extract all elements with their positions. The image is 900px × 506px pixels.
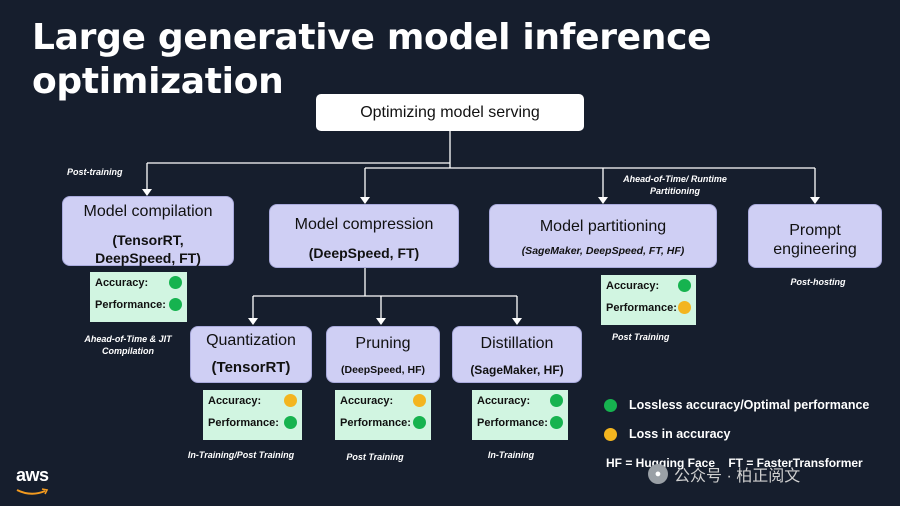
aws-smile-icon	[16, 488, 49, 495]
box-model-compression: Model compression (DeepSpeed, FT)	[269, 204, 459, 268]
performance-row: Performance:	[95, 298, 187, 320]
note-post-hosting: Post-hosting	[790, 277, 846, 287]
arrowhead-compression	[360, 197, 370, 204]
note-ahead-runtime: Ahead-of-Time/ Runtime Partitioning	[600, 173, 750, 197]
accuracy-label: Accuracy:	[208, 395, 262, 407]
status-dot	[413, 394, 426, 407]
note-distillation-when: In-Training	[487, 450, 535, 460]
metrics-distillation: Accuracy: Performance:	[472, 390, 568, 440]
slide-title: Large generative model inference optimiz…	[32, 17, 712, 102]
metrics-model-partitioning: Accuracy: Performance:	[601, 275, 696, 325]
legend-label: Lossless accuracy/Optimal performance	[629, 398, 870, 412]
accuracy-row: Accuracy:	[477, 394, 568, 416]
performance-label: Performance:	[340, 417, 411, 429]
wechat-icon: ●	[648, 464, 668, 484]
box-subtitle: (DeepSpeed, HF)	[340, 364, 425, 376]
box-subtitle: (TensorRT)	[211, 359, 291, 376]
box-title: Model compilation	[83, 203, 213, 220]
performance-row: Performance:	[606, 301, 696, 323]
aws-logo: aws	[16, 466, 50, 502]
arrowhead-distillation	[512, 318, 522, 325]
note-line: Ahead-of-Time/ Runtime	[623, 174, 727, 184]
metrics-quantization: Accuracy: Performance:	[203, 390, 302, 440]
box-subtitle: (SageMaker, HF)	[470, 363, 564, 377]
accuracy-row: Accuracy:	[208, 394, 302, 416]
status-dot	[550, 394, 563, 407]
note-partition-post-training: Post Training	[612, 332, 670, 342]
box-subtitle: (SageMaker, DeepSpeed, FT, HF)	[521, 245, 685, 257]
accuracy-label: Accuracy:	[340, 395, 394, 407]
arrowhead-prompt	[810, 197, 820, 204]
legend-lossless: Lossless accuracy/Optimal performance	[604, 396, 869, 414]
box-title: Distillation	[480, 335, 554, 352]
accuracy-label: Accuracy:	[477, 395, 531, 407]
box-model-compilation: Model compilation (TensorRT, DeepSpeed, …	[62, 196, 234, 266]
status-dot	[169, 276, 182, 289]
box-title: Prompt engineering	[773, 222, 857, 258]
box-prompt-engineering: Prompt engineering	[748, 204, 882, 268]
accuracy-row: Accuracy:	[606, 279, 696, 301]
status-dot	[284, 394, 297, 407]
accuracy-row: Accuracy:	[95, 276, 187, 298]
note-line: Compilation	[102, 346, 154, 356]
note-pruning-when: Post Training	[346, 452, 404, 462]
performance-label: Performance:	[95, 299, 166, 311]
metrics-pruning: Accuracy: Performance:	[335, 390, 431, 440]
box-pruning: Pruning (DeepSpeed, HF)	[326, 326, 440, 383]
arrowhead-compilation	[142, 189, 152, 196]
accuracy-row: Accuracy:	[340, 394, 431, 416]
root-node-optimizing-model-serving: Optimizing model serving	[316, 94, 584, 131]
note-post-training: Post-training	[67, 167, 123, 177]
box-quantization: Quantization (TensorRT)	[190, 326, 312, 383]
box-distillation: Distillation (SageMaker, HF)	[452, 326, 582, 383]
status-dot	[678, 301, 691, 314]
status-dot	[284, 416, 297, 429]
box-model-partitioning: Model partitioning (SageMaker, DeepSpeed…	[489, 204, 717, 268]
status-dot	[169, 298, 182, 311]
performance-row: Performance:	[340, 416, 431, 438]
note-quantization-when: In-Training/Post Training	[187, 450, 295, 460]
box-title: Model partitioning	[539, 218, 667, 235]
status-dot	[678, 279, 691, 292]
note-line: Ahead-of-Time & JIT	[84, 334, 172, 344]
performance-row: Performance:	[477, 416, 568, 438]
box-subtitle: (TensorRT, DeepSpeed, FT)	[95, 232, 201, 266]
performance-row: Performance:	[208, 416, 302, 438]
performance-label: Performance:	[477, 417, 548, 429]
arrowhead-partitioning	[598, 197, 608, 204]
watermark-text: 公众号 · 柏正阅文	[674, 468, 801, 485]
watermark: ● 公众号 · 柏正阅文	[648, 462, 800, 486]
legend-loss: Loss in accuracy	[604, 425, 730, 443]
metrics-model-compilation: Accuracy: Performance:	[90, 272, 187, 322]
note-ahead-jit: Ahead-of-Time & JIT Compilation	[78, 333, 178, 357]
legend-abbreviations: HF = Hugging Face FT = FasterTransformer	[606, 456, 863, 470]
note-line: Partitioning	[650, 186, 700, 196]
status-dot	[550, 416, 563, 429]
arrowhead-pruning	[376, 318, 386, 325]
box-title: Quantization	[206, 332, 296, 349]
accuracy-label: Accuracy:	[95, 277, 149, 289]
box-subtitle: (DeepSpeed, FT)	[308, 245, 420, 261]
box-title: Model compression	[294, 216, 434, 233]
performance-label: Performance:	[208, 417, 279, 429]
arrowhead-quantization	[248, 318, 258, 325]
yellow-dot-icon	[604, 427, 617, 441]
green-dot-icon	[604, 398, 617, 412]
box-title: Pruning	[355, 335, 411, 352]
accuracy-label: Accuracy:	[606, 280, 660, 292]
performance-label: Performance:	[606, 302, 677, 314]
status-dot	[413, 416, 426, 429]
legend-label: Loss in accuracy	[629, 427, 731, 441]
aws-logo-text: aws	[16, 465, 49, 485]
